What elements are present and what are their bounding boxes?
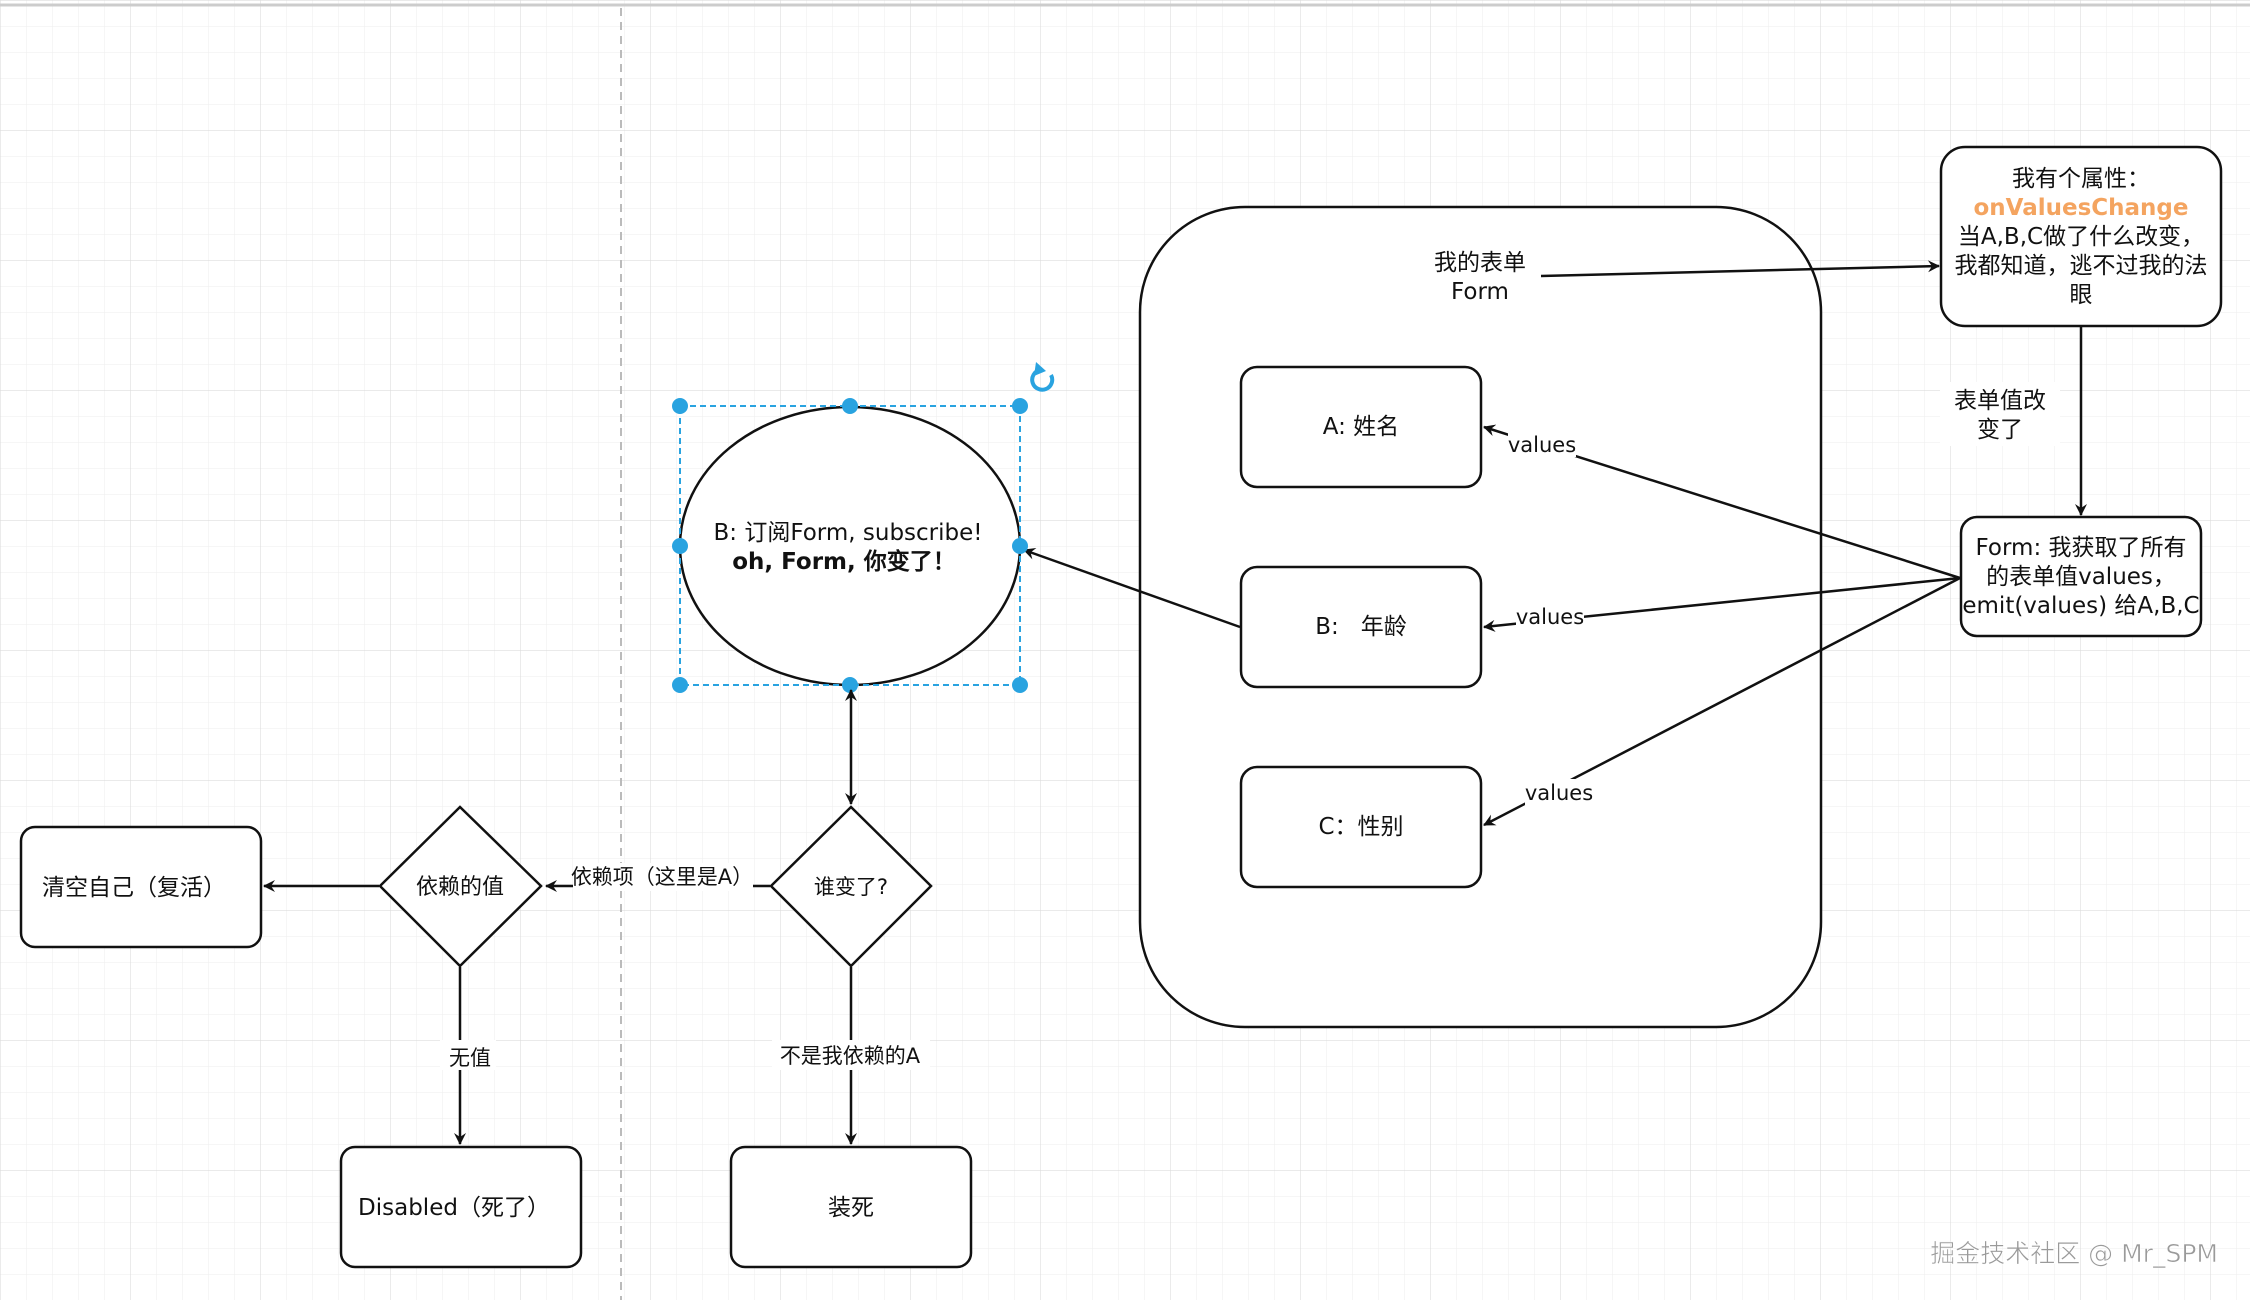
resize-handle-e[interactable] [1012,538,1028,554]
values-label-c-bg [1525,779,1593,805]
subscriber-line1: B: 订阅Form, subscribe! [713,520,982,546]
who-changed-diamond[interactable] [769,805,933,968]
form-container-label-line1: 我的表单 [1434,250,1526,276]
values-changed-label-line2: 变了 [1977,417,2023,443]
values-changed-label-line1: 表单值改 [1954,388,2046,414]
clear-self-label: 清空自己（复活） [42,875,226,901]
dependent-value-label: 依赖的值 [416,875,504,900]
property-line1: 我有个属性： [2012,166,2150,192]
node-b-box[interactable] [1239,565,1483,689]
play-dead-box[interactable] [729,1145,973,1269]
node-b-label: B: 年龄 [1315,614,1406,640]
node-c-label: C：性别 [1318,814,1403,840]
who-changed-label: 谁变了? [814,875,888,899]
no-value-label-bg [440,1040,496,1070]
clear-self-box[interactable] [19,825,263,949]
node-a-box[interactable] [1239,365,1483,489]
b-to-subscriber-arrow[interactable] [1023,548,1241,629]
values-changed-label-bg [1940,382,2060,446]
subscriber-ellipse[interactable] [678,405,1022,687]
not-my-dependency-label: 不是我依赖的A [780,1044,921,1068]
no-value-label: 无值 [449,1046,491,1070]
property-line5: 眼 [2070,282,2093,308]
emit-line2: 的表单值values， [1986,564,2176,590]
values-label-b-bg [1516,603,1584,629]
resize-handle-nw[interactable] [672,398,688,414]
disabled-label: Disabled（死了） [358,1195,550,1221]
resize-handle-ne[interactable] [1012,398,1028,414]
rotate-handle-icon[interactable] [1030,362,1055,392]
emit-line3: emit(values) 给A,B,C [1962,593,2199,619]
play-dead-label: 装死 [828,1195,874,1221]
values-label-a: values [1508,433,1576,457]
resize-handle-se[interactable] [1012,677,1028,693]
emit-box[interactable] [1959,515,2203,638]
property-line4: 我都知道，逃不过我的法 [1955,253,2208,279]
form-to-property-arrow[interactable] [1540,260,1940,278]
emit-line1: Form: 我获取了所有 [1976,535,2187,561]
resize-handle-sw[interactable] [672,677,688,693]
dependent-value-diamond[interactable] [378,805,543,968]
disabled-box[interactable] [339,1145,583,1269]
subscriber-line2: oh, Form, 你变了！ [732,548,956,575]
property-box[interactable] [1939,145,2223,328]
node-c-box[interactable] [1239,765,1483,889]
values-label-b: values [1516,605,1584,629]
node-a-label: A: 姓名 [1323,414,1399,440]
resize-handle-w[interactable] [672,538,688,554]
property-on-values-change: onValuesChange [1974,195,2189,221]
property-line3: 当A,B,C做了什么改变， [1958,224,2204,250]
dependency-label: 依赖项（这里是A） [571,865,753,889]
watermark: 掘金技术社区 @ Mr_SPM [1930,1239,2218,1268]
form-container-label-line2: Form [1451,279,1509,305]
not-my-dependency-label-bg [772,1040,930,1070]
values-label-a-bg [1508,431,1576,457]
dependency-label-bg [573,863,753,891]
values-label-c: values [1525,781,1593,805]
resize-handle-n[interactable] [842,398,858,414]
